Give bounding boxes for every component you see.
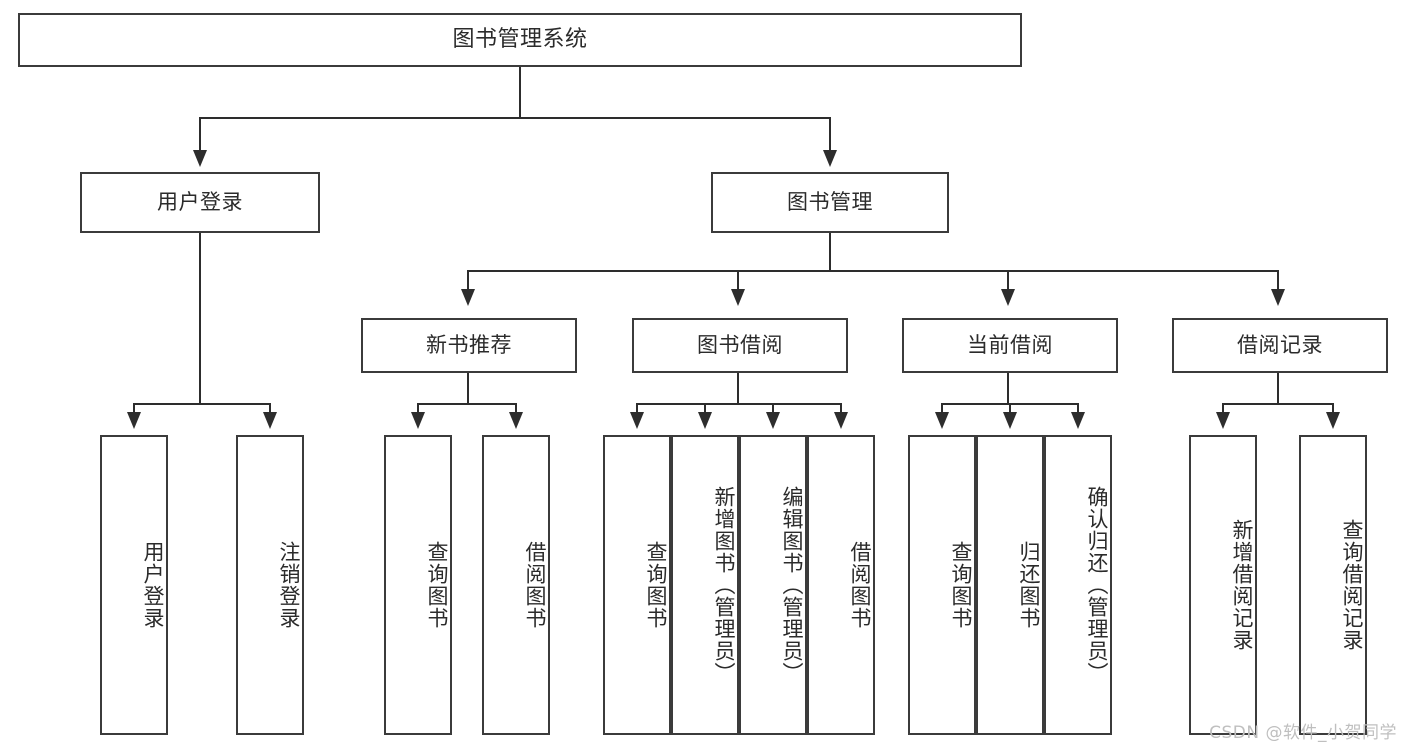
arrow-icon-leaf-bb-2 [698, 412, 712, 429]
arrow-icon-leaf-user-login-2 [263, 412, 277, 429]
node-label: 图书管理 [787, 190, 873, 215]
edge-drop-leaf-nbr-1 [417, 403, 419, 415]
edge-borrow-record-stem [1277, 373, 1279, 405]
node-label: 查询图书 [644, 541, 668, 629]
arrow-icon-to-borrow-record [1271, 289, 1285, 306]
node-label: 查询借阅记录 [1340, 519, 1364, 651]
node-label: 新增借阅记录 [1230, 519, 1254, 651]
node-new-book-recommend[interactable]: 新书推荐 [361, 318, 577, 373]
leaf-node-add-borrow-record[interactable]: 新增借阅记录 [1189, 435, 1257, 735]
edge-drop-leaf-br-1 [1222, 403, 1224, 415]
arrow-icon-to-current-borrow [1001, 289, 1015, 306]
edge-drop-new-book-recommend [467, 270, 469, 292]
node-label: 借阅图书 [523, 541, 547, 629]
node-label: 图书管理系统 [452, 27, 588, 53]
node-book-management[interactable]: 图书管理 [711, 172, 949, 233]
node-label: 查询图书 [949, 541, 973, 629]
edge-drop-book-borrow [737, 270, 739, 292]
arrow-icon-leaf-cb-2 [1003, 412, 1017, 429]
edge-drop-leaf-cb-1 [941, 403, 943, 415]
leaf-node-query-borrow-record[interactable]: 查询借阅记录 [1299, 435, 1367, 735]
leaf-node-user-login[interactable]: 用户登录 [100, 435, 168, 735]
arrow-icon-leaf-cb-3 [1071, 412, 1085, 429]
leaf-node-query-book-recommend[interactable]: 查询图书 [384, 435, 452, 735]
arrow-icon-leaf-br-1 [1216, 412, 1230, 429]
edge-user-login-stem [199, 233, 201, 405]
node-label: 编辑图书（管理员） [780, 486, 804, 684]
csdn-watermark: CSDN @软件_小贺同学 [1209, 723, 1397, 743]
leaf-node-query-book-borrow[interactable]: 查询图书 [603, 435, 671, 735]
arrow-icon-leaf-nbr-2 [509, 412, 523, 429]
edge-drop-borrow-record [1277, 270, 1279, 292]
node-current-borrow[interactable]: 当前借阅 [902, 318, 1118, 373]
arrow-icon-leaf-bb-4 [834, 412, 848, 429]
edge-book-borrow-bus [636, 403, 842, 405]
leaf-node-return-book[interactable]: 归还图书 [976, 435, 1044, 735]
node-label: 新书推荐 [426, 333, 512, 358]
edge-drop-leaf-cb-2 [1009, 403, 1011, 415]
edge-current-borrow-stem [1007, 373, 1009, 405]
leaf-node-edit-book-admin[interactable]: 编辑图书（管理员） [739, 435, 807, 735]
arrow-icon-to-book-management [823, 150, 837, 167]
edge-drop-leaf-bb-1 [636, 403, 638, 415]
arrow-icon-leaf-cb-1 [935, 412, 949, 429]
node-label: 当前借阅 [967, 333, 1053, 358]
edge-drop-leaf-bb-2 [704, 403, 706, 415]
edge-root-bus [199, 117, 831, 119]
arrow-icon-leaf-br-2 [1326, 412, 1340, 429]
leaf-node-borrow-book[interactable]: 借阅图书 [807, 435, 875, 735]
arrow-icon-to-book-borrow [731, 289, 745, 306]
node-root-book-management-system[interactable]: 图书管理系统 [18, 13, 1022, 67]
edge-new-book-recommend-bus [417, 403, 517, 405]
edge-book-borrow-stem [737, 373, 739, 405]
edge-book-management-stem [829, 233, 831, 272]
node-label: 借阅记录 [1237, 333, 1323, 358]
node-label: 查询图书 [425, 541, 449, 629]
node-label: 注销登录 [277, 541, 301, 629]
node-label: 图书借阅 [697, 333, 783, 358]
node-label: 归还图书 [1017, 541, 1041, 629]
arrow-icon-leaf-bb-1 [630, 412, 644, 429]
edge-drop-leaf-br-2 [1332, 403, 1334, 415]
edge-new-book-recommend-stem [467, 373, 469, 405]
node-book-borrow[interactable]: 图书借阅 [632, 318, 848, 373]
edge-drop-leaf-cb-3 [1077, 403, 1079, 415]
node-label: 新增图书（管理员） [712, 486, 736, 684]
edge-drop-leaf-user-login-2 [269, 403, 271, 415]
edge-borrow-record-bus [1222, 403, 1334, 405]
node-user-login[interactable]: 用户登录 [80, 172, 320, 233]
edge-root-stem [519, 67, 521, 118]
arrow-icon-to-user-login [193, 150, 207, 167]
leaf-node-borrow-book-recommend[interactable]: 借阅图书 [482, 435, 550, 735]
leaf-node-add-book-admin[interactable]: 新增图书（管理员） [671, 435, 739, 735]
arrow-icon-leaf-nbr-1 [411, 412, 425, 429]
node-borrow-record[interactable]: 借阅记录 [1172, 318, 1388, 373]
node-label: 用户登录 [157, 190, 243, 215]
arrow-icon-leaf-user-login-1 [127, 412, 141, 429]
leaf-node-confirm-return-admin[interactable]: 确认归还（管理员） [1044, 435, 1112, 735]
leaf-node-logout[interactable]: 注销登录 [236, 435, 304, 735]
arrow-icon-leaf-bb-3 [766, 412, 780, 429]
node-label: 用户登录 [141, 541, 165, 629]
edge-drop-leaf-bb-3 [772, 403, 774, 415]
arrow-icon-to-new-book-recommend [461, 289, 475, 306]
edge-drop-leaf-bb-4 [840, 403, 842, 415]
edge-drop-leaf-nbr-2 [515, 403, 517, 415]
edge-drop-leaf-user-login-1 [133, 403, 135, 415]
edge-drop-book-management [829, 117, 831, 153]
edge-user-login-bus [133, 403, 270, 405]
leaf-node-query-book-current[interactable]: 查询图书 [908, 435, 976, 735]
node-label: 确认归还（管理员） [1085, 486, 1109, 684]
edge-drop-user-login [199, 117, 201, 153]
node-label: 借阅图书 [848, 541, 872, 629]
edge-book-management-bus [467, 270, 1279, 272]
edge-drop-current-borrow [1007, 270, 1009, 292]
